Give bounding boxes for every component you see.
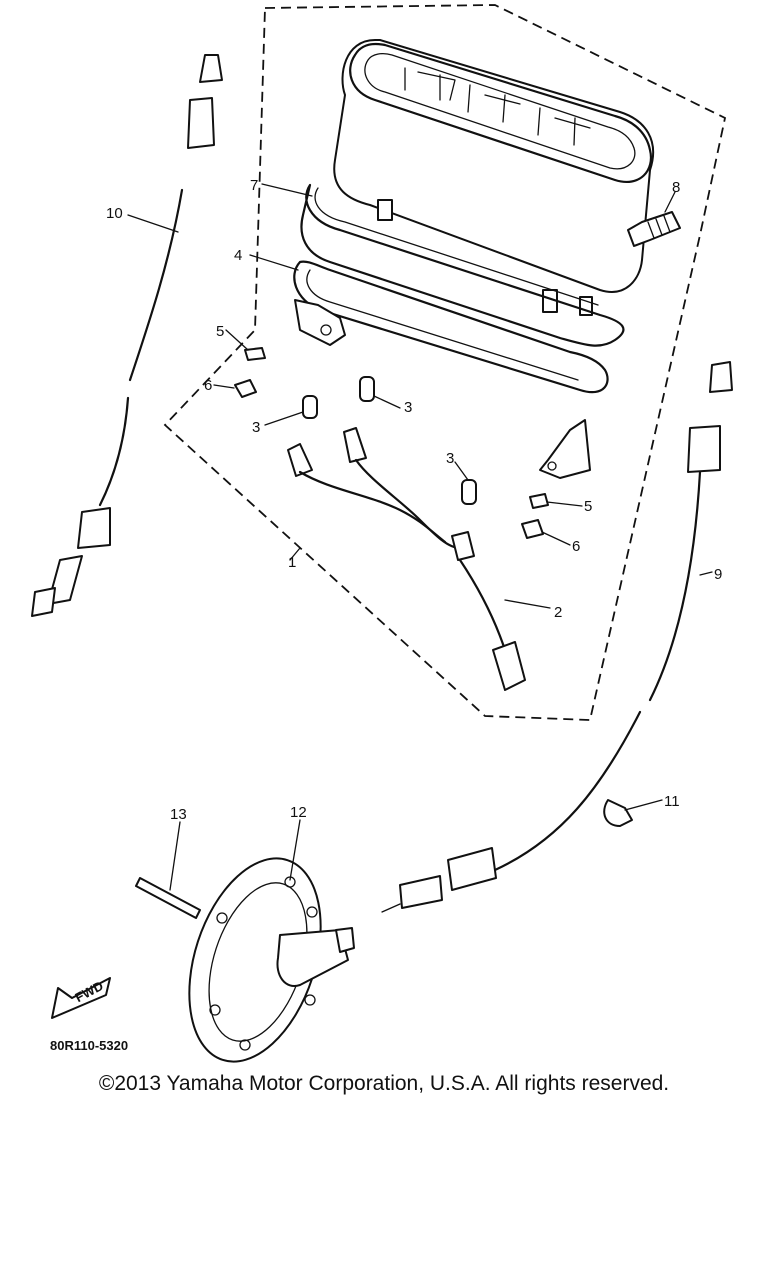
callout-6b: 6 — [572, 538, 580, 555]
callout-12: 12 — [290, 804, 307, 821]
callout-11: 11 — [664, 793, 680, 810]
callout-leaders — [127, 183, 713, 891]
wiring-harness — [287, 427, 526, 691]
callout-6a: 6 — [204, 377, 212, 394]
callout-3b: 3 — [404, 399, 412, 416]
meter-housing — [333, 39, 655, 316]
reset-knob — [627, 211, 681, 247]
gasket-7 — [300, 183, 625, 347]
diagram-code: 80R110-5320 — [50, 1038, 128, 1053]
clamp-11 — [603, 799, 633, 827]
bulb-3b — [359, 376, 375, 402]
callout-5a: 5 — [216, 323, 224, 340]
washer-5-right — [529, 493, 549, 509]
callout-5b: 5 — [584, 498, 592, 515]
callout-7: 7 — [250, 177, 258, 194]
callout-10: 10 — [106, 205, 123, 222]
copyright-notice: ©2013 Yamaha Motor Corporation, U.S.A. A… — [98, 1072, 670, 1095]
callout-1: 1 — [288, 554, 296, 571]
fwd-direction-arrow — [51, 977, 111, 1019]
callout-8: 8 — [672, 179, 680, 196]
bulb-3c — [461, 479, 477, 505]
callout-13: 13 — [170, 806, 187, 823]
nut-6-right — [521, 519, 544, 539]
bracket-4 — [293, 260, 609, 479]
callout-3a: 3 — [252, 419, 260, 436]
cable-10 — [31, 54, 223, 617]
callout-4: 4 — [234, 247, 242, 264]
bulb-3a — [302, 395, 318, 419]
nut-6-left — [234, 379, 257, 398]
callout-9: 9 — [714, 566, 722, 583]
drive-unit-12 — [188, 857, 355, 1063]
washer-5-left — [244, 347, 266, 361]
exploded-parts-diagram: 1 2 3 3 3 4 5 5 6 6 7 8 9 10 11 12 13 FW… — [31, 4, 733, 1063]
callout-2: 2 — [554, 604, 562, 621]
pin-13 — [135, 877, 201, 919]
assembly-boundary-dashed — [163, 4, 727, 721]
callout-3c: 3 — [446, 450, 454, 467]
cable-9 — [381, 361, 733, 913]
